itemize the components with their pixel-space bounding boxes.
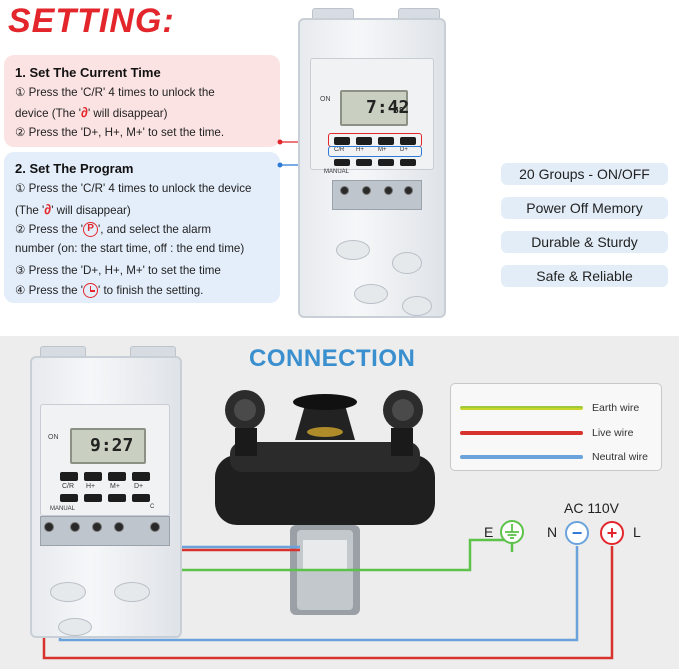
cr-label: C/R [334, 147, 345, 153]
cr-label: C/R [62, 483, 75, 490]
set-time-step-1: ① Press the 'C/R' 4 times to unlock the [15, 86, 215, 99]
lock-indicator-icon: ∂ [81, 104, 88, 120]
terminal-block [40, 516, 170, 546]
live-wire-label: Live wire [592, 427, 634, 439]
connection-title: CONNECTION [249, 345, 416, 372]
m-plus-button[interactable] [378, 137, 394, 145]
h-plus-label: H+ [356, 147, 364, 153]
terminal-block [332, 180, 422, 210]
set-program-step-3: ③ Press the 'D+, H+, M+' to set the time [15, 264, 221, 277]
clock-label: C [150, 504, 155, 510]
set-program-step-2-cont: number (on: the start time, off : the en… [15, 242, 245, 255]
lcd-display: 9:27 [70, 428, 146, 464]
ac-voltage-label: AC 110V [564, 500, 619, 516]
live-terminal-label: L [633, 524, 641, 540]
h-plus-button[interactable] [84, 472, 102, 481]
lcd-time: 7:42 [366, 97, 410, 118]
cable-gland [336, 240, 370, 260]
extra-button[interactable] [132, 494, 150, 502]
d-plus-label: D+ [134, 483, 144, 490]
clock-button[interactable] [108, 494, 126, 502]
terminal-screw [150, 522, 160, 532]
on-indicator-label: ON [48, 434, 59, 441]
feature-safe: Safe & Reliable [501, 265, 668, 287]
terminal-screw [44, 522, 54, 532]
program-button[interactable] [84, 494, 102, 502]
buttons-highlight-blue [328, 146, 422, 157]
m-plus-label: M+ [110, 483, 120, 490]
live-wire-swatch [460, 431, 583, 435]
set-time-step-2: ② Press the 'D+, H+, M+' to set the time… [15, 126, 225, 139]
terminal-screw [362, 186, 371, 195]
neutral-terminal-label: N [547, 524, 558, 540]
set-program-step-4: ④ Press the '' to finish the setting. [15, 283, 204, 299]
neutral-wire-label: Neutral wire [592, 451, 649, 463]
terminal-screw [384, 186, 393, 195]
cable-gland [354, 284, 388, 304]
neutral-wire-swatch [460, 455, 583, 459]
feature-durable: Durable & Sturdy [501, 231, 668, 253]
cable-gland [114, 582, 150, 602]
cable-gland [58, 618, 92, 636]
h-plus-label: H+ [86, 483, 96, 490]
cable-gland [392, 252, 422, 274]
feature-20-groups: 20 Groups - ON/OFF [501, 163, 668, 185]
setting-title: SETTING: [8, 2, 175, 40]
cr-button[interactable] [334, 137, 350, 145]
h-plus-button[interactable] [356, 137, 372, 145]
manual-button[interactable] [60, 494, 78, 502]
terminal-screw [114, 522, 124, 532]
cable-gland [402, 296, 432, 316]
lcd-seconds: 58 [394, 106, 404, 115]
set-current-time-panel: 1. Set The Current Time ① Press the 'C/R… [4, 55, 280, 147]
m-plus-button[interactable] [108, 472, 126, 481]
live-plus-icon: + [600, 521, 624, 545]
earth-wire-label: Earth wire [592, 402, 640, 414]
d-plus-button[interactable] [400, 137, 416, 145]
manual-button[interactable] [334, 159, 350, 166]
manual-label: MANUAL [324, 169, 350, 175]
lcd-display: 7:42 58 [340, 90, 410, 126]
program-p-icon: P [83, 222, 99, 238]
program-button[interactable] [356, 159, 372, 166]
d-plus-button[interactable] [132, 472, 150, 481]
set-program-step-1: ① Press the 'C/R' 4 times to unlock the … [15, 182, 252, 195]
earth-wire-swatch [460, 406, 583, 410]
wire-legend: Earth wire Live wire Neutral wire [450, 383, 662, 471]
set-time-heading: 1. Set The Current Time [15, 65, 161, 80]
extra-button[interactable] [400, 159, 416, 166]
earth-terminal-label: E [484, 524, 494, 540]
set-program-panel: 2. Set The Program ① Press the 'C/R' 4 t… [4, 152, 280, 303]
m-plus-label: M+ [378, 147, 387, 153]
set-time-step-1-cont: device (The '∂' will disappear) [15, 104, 168, 120]
terminal-screw [404, 186, 413, 195]
terminal-screw [340, 186, 349, 195]
d-plus-label: D+ [400, 147, 408, 153]
cr-button[interactable] [60, 472, 78, 481]
set-program-step-2: ② Press the 'P', and select the alarm [15, 222, 212, 238]
terminal-screw [92, 522, 102, 532]
neutral-minus-icon: − [565, 521, 589, 545]
on-indicator-label: ON [320, 96, 331, 103]
set-program-step-1-cont: (The '∂' will disappear) [15, 201, 131, 217]
set-program-heading: 2. Set The Program [15, 161, 134, 176]
terminal-screw [70, 522, 80, 532]
clock-icon [83, 283, 99, 299]
timer-switch-image-top: ON 7:42 58 C/R H+ M+ D+ MANUAL [296, 8, 448, 326]
lcd-time: 9:27 [90, 435, 134, 456]
manual-label: MANUAL [50, 506, 76, 512]
timer-switch-image-bottom: ON 9:27 C/R H+ M+ D+ MANUAL C [28, 346, 184, 646]
lock-indicator-icon: ∂ [44, 201, 52, 217]
cable-gland [50, 582, 86, 602]
clock-button[interactable] [378, 159, 394, 166]
feature-power-off-memory: Power Off Memory [501, 197, 668, 219]
